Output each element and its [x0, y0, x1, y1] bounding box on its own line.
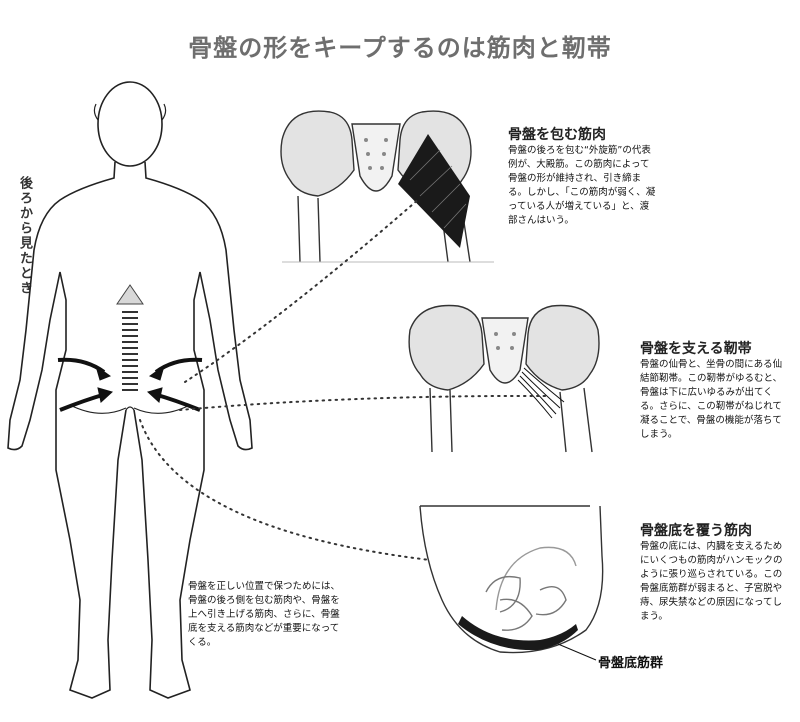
pelvis-ligament-illustration — [408, 304, 600, 453]
dotted-connector-lines — [139, 197, 551, 561]
pelvic-floor-muscles-label: 骨盤底筋群 — [598, 656, 664, 671]
pelvic-floor-muscles-icon — [458, 616, 578, 651]
section-text-pelvic-floor: 骨盤の底には、内臓を支えるためにいくつもの筋肉がハンモックのように張り巡らされて… — [640, 541, 783, 622]
section-text-ligament: 骨盤の仙骨と、坐骨の間にある仙結節靭帯。この靭帯がゆるむと、骨盤は下に広いゆるみ… — [640, 359, 783, 440]
view-label: 後ろから見たとき — [17, 176, 32, 296]
inward-arrows-icon — [57, 357, 203, 412]
section-text-muscle: 骨盤の後ろを包む“外旋筋”の代表例が、大殿筋。この筋肉によって骨盤の形が維持され… — [508, 145, 656, 226]
section-heading-pelvic-floor: 骨盤底を覆う筋肉 — [640, 523, 752, 539]
human-body-outline — [7, 81, 253, 699]
pelvic-floor-illustration — [419, 505, 604, 654]
pelvis-muscle-illustration — [280, 110, 494, 263]
section-heading-ligament: 骨盤を支える靭帯 — [640, 341, 752, 357]
section-heading-muscle: 骨盤を包む筋肉 — [508, 127, 606, 143]
up-arrow-icon — [116, 284, 144, 391]
figure-note: 骨盤を正しい位置で保つためには、骨盤の後ろ側を包む筋肉や、骨盤を上へ引き上げる筋… — [188, 581, 341, 648]
page-title: 骨盤の形をキープするのは筋肉と靭帯 — [188, 34, 612, 62]
